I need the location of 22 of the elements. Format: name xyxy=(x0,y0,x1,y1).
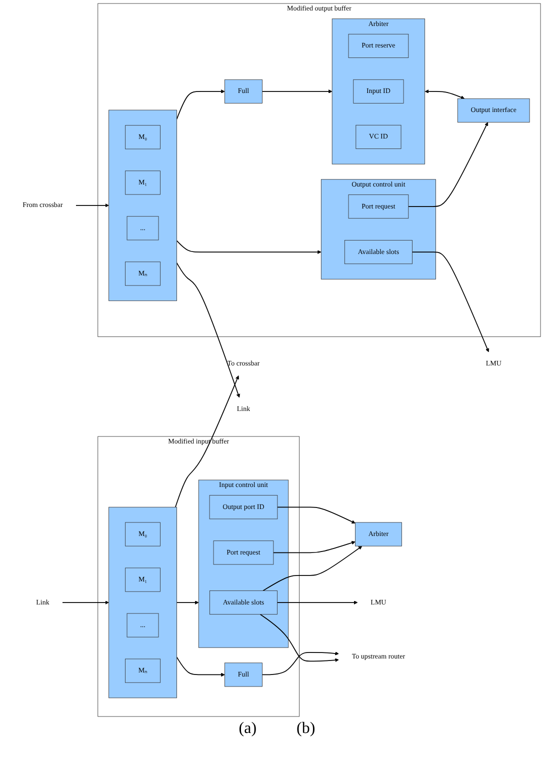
arrow xyxy=(262,90,332,94)
arrow xyxy=(262,652,339,676)
arrow xyxy=(76,204,109,208)
arrow xyxy=(424,90,465,100)
panel-label: (a) xyxy=(238,720,257,738)
arrow xyxy=(408,122,488,207)
arrow xyxy=(176,90,225,120)
arrow xyxy=(176,262,240,398)
arrow xyxy=(276,506,356,524)
cluster xyxy=(108,110,177,302)
arrow xyxy=(62,600,109,604)
arrow xyxy=(276,600,358,604)
arrow xyxy=(262,546,362,592)
panel-label: (b) xyxy=(296,720,316,738)
arrow xyxy=(412,252,490,352)
cluster xyxy=(108,506,177,698)
arrow xyxy=(176,240,322,254)
arrow xyxy=(176,600,199,604)
arrow xyxy=(176,656,225,677)
arrow xyxy=(273,540,356,554)
arrow xyxy=(174,375,239,508)
arrow xyxy=(260,614,339,662)
